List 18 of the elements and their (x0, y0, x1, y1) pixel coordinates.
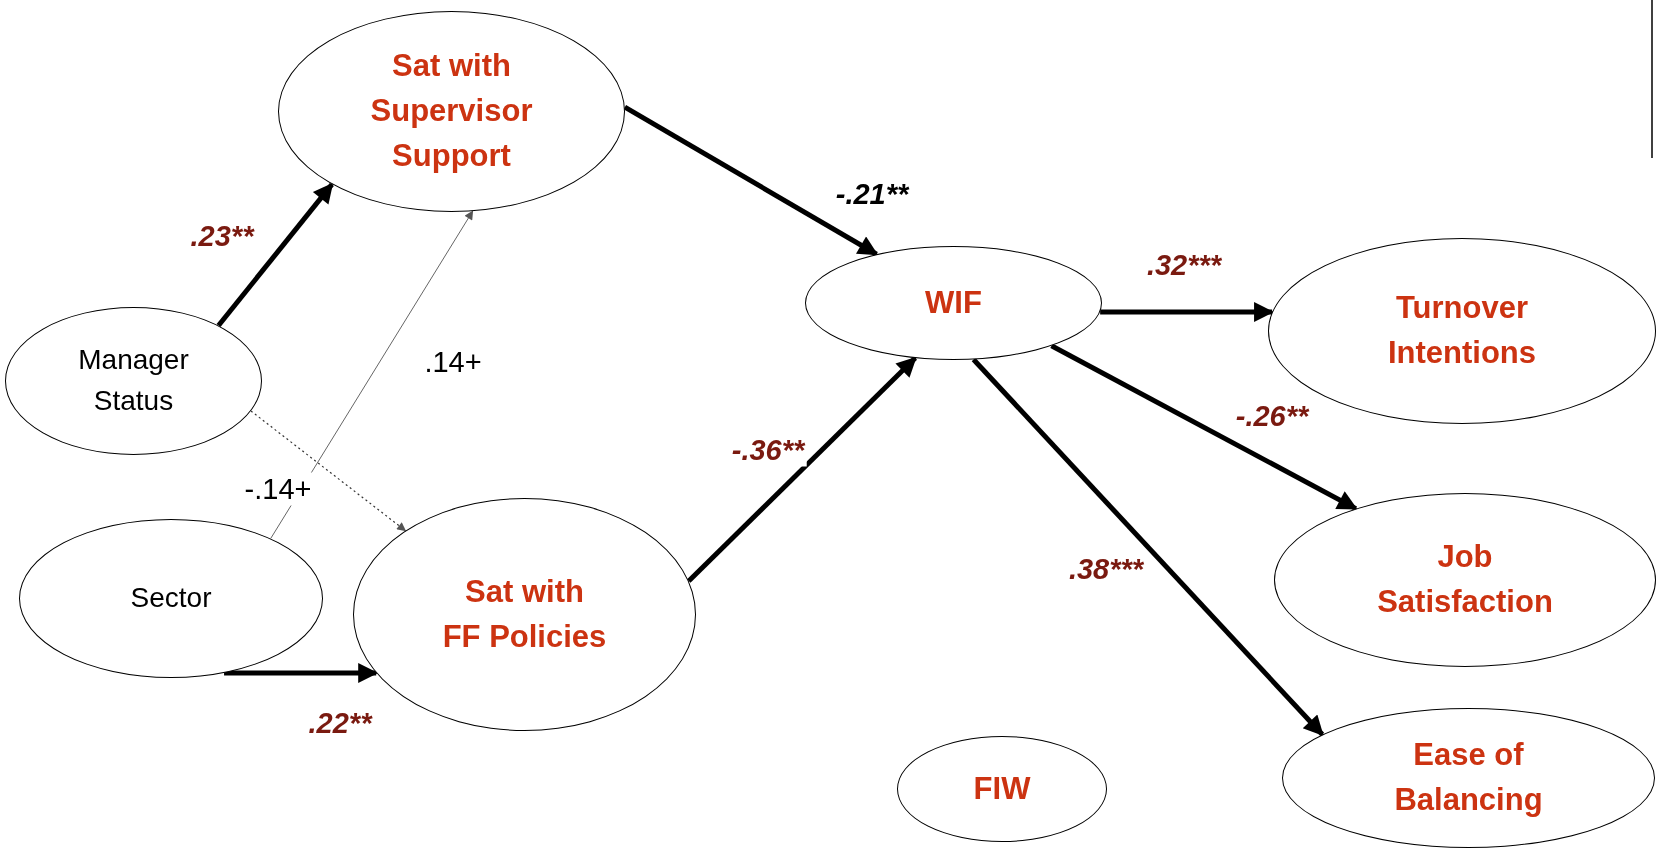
node-label: Sector (130, 581, 212, 616)
node-label: Manager Status (77, 343, 190, 418)
arrow (687, 356, 918, 583)
edge-label: -.14+ (242, 472, 314, 506)
node-label: WIF (925, 283, 982, 322)
arrow (216, 182, 334, 328)
arrow (224, 663, 379, 683)
node-label: Job Satisfaction (1376, 538, 1554, 621)
arrow (250, 410, 407, 532)
arrow (623, 105, 879, 257)
arrow (270, 210, 474, 539)
arrow (1050, 343, 1358, 511)
node-label: FIW (973, 769, 1031, 808)
node-label: Ease of Balancing (1393, 736, 1544, 819)
arrow (1100, 302, 1275, 322)
node-label: Sat with FF Policies (442, 572, 607, 656)
node-label: Sat with Supervisor Support (369, 47, 534, 175)
node-label: Turnover Intentions (1386, 289, 1538, 372)
